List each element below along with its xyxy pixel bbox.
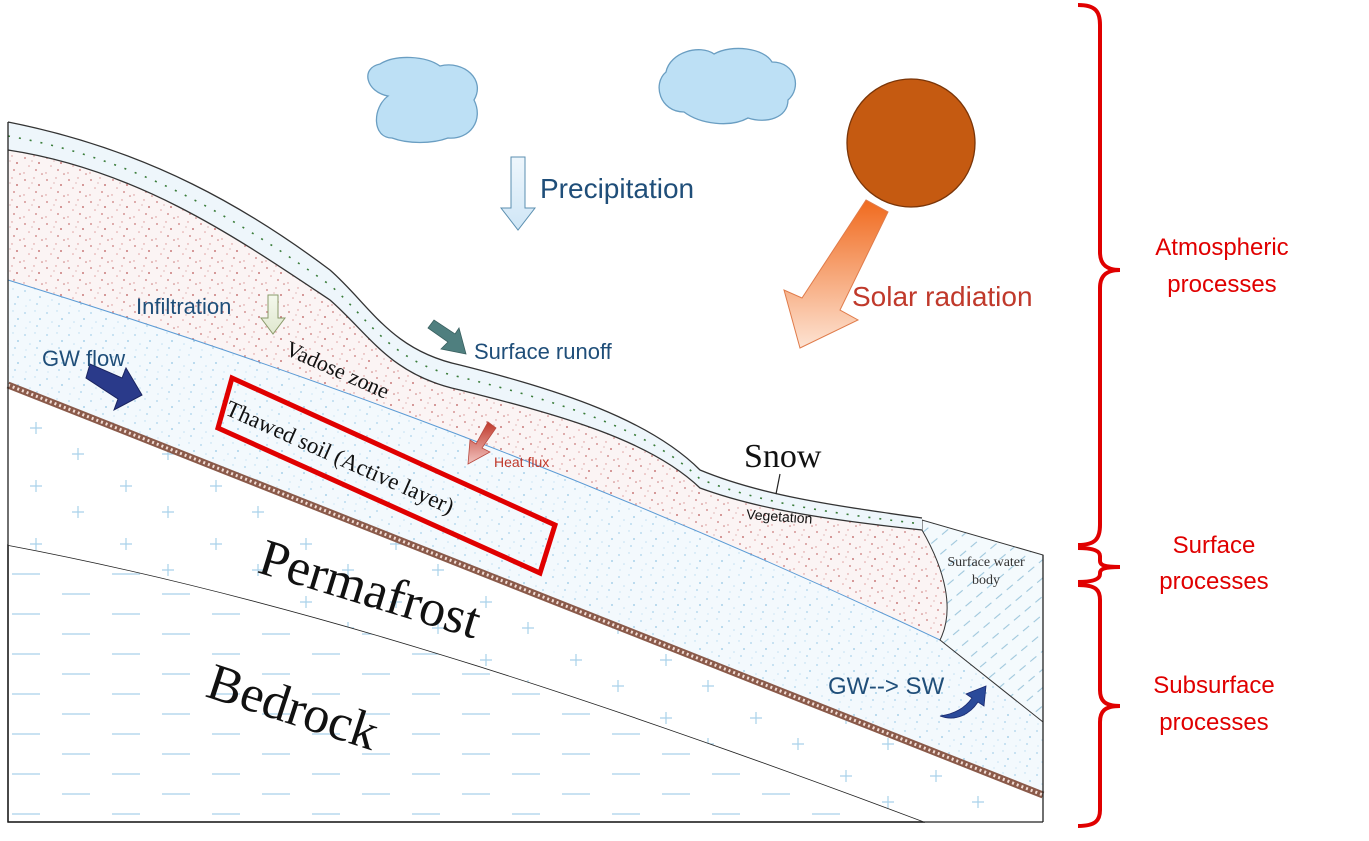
precipitation-label: Precipitation <box>540 173 694 204</box>
infiltration-label: Infiltration <box>136 294 231 319</box>
cloud-icon <box>658 47 797 125</box>
active-layer-highlight-box <box>215 374 559 577</box>
atmospheric-bracket <box>1077 3 1121 547</box>
snow-label: Snow <box>744 438 822 475</box>
atmospheric-processes-label-line1: Atmospheric <box>1155 234 1288 261</box>
surface-water-label-line2: body <box>972 573 1000 588</box>
surface-bracket <box>1077 546 1121 584</box>
snow-band <box>8 122 922 530</box>
permafrost-layer <box>8 385 1043 822</box>
bedrock-layer <box>7 544 926 823</box>
gw-to-sw-label: GW--> SW <box>828 673 945 700</box>
gw-flow-label: GW flow <box>42 346 125 371</box>
sun-icon <box>846 78 976 208</box>
subsurface-bracket <box>1077 583 1121 828</box>
cloud-icon <box>367 56 478 144</box>
heat-flux-label: Heat flux <box>494 454 549 470</box>
snow-pointer-line <box>775 473 781 495</box>
surface-runoff-label: Surface runoff <box>474 339 613 364</box>
heat-flux-arrow <box>467 421 497 465</box>
solar-radiation-arrow <box>783 199 889 349</box>
surface-processes-label-line1: Surface <box>1173 532 1256 559</box>
vegetation-label: Vegetation <box>746 506 813 527</box>
subsurface-processes-label-line1: Subsurface <box>1153 672 1274 699</box>
subsurface-processes-label-line2: processes <box>1159 709 1268 736</box>
surface-processes-label-line2: processes <box>1159 568 1268 595</box>
precipitation-arrow <box>499 156 537 231</box>
infiltration-arrow <box>260 294 286 335</box>
gw-to-sw-arrow <box>939 685 987 719</box>
active-layer <box>8 280 1043 795</box>
surface-water-label-line1: Surface water <box>947 555 1025 570</box>
water-table-line <box>7 279 941 641</box>
surface-runoff-arrow <box>427 319 467 355</box>
solar-radiation-label: Solar radiation <box>852 281 1033 312</box>
snow-surface-line <box>7 121 923 519</box>
ground-surface-line <box>7 149 923 531</box>
gw-flow-arrow <box>85 363 143 412</box>
atmospheric-processes-label-line2: processes <box>1167 271 1276 298</box>
